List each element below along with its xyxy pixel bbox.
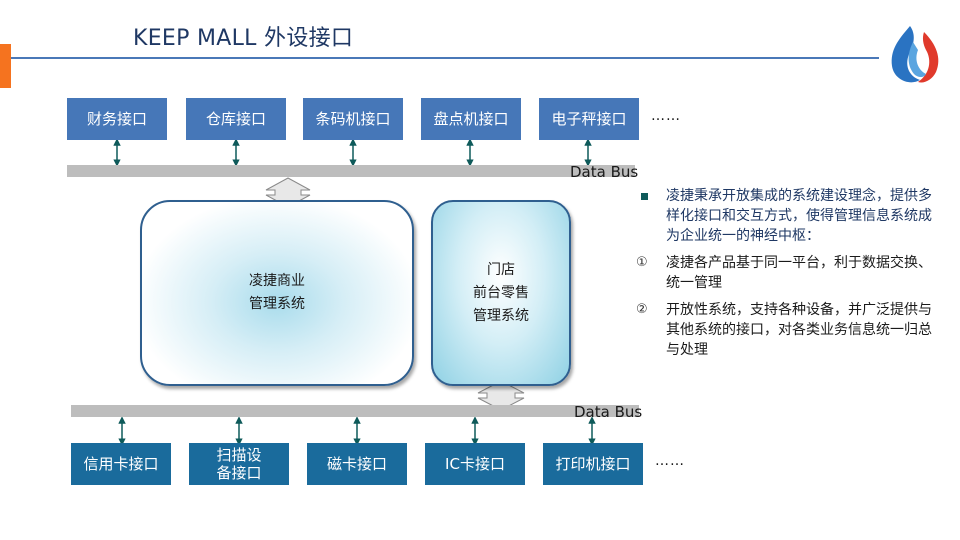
sub-bullet-2-number: ② xyxy=(636,302,648,317)
main-bullet-text: 凌捷秉承开放集成的系统建设理念，提供多样化接口和交互方式，使得管理信息系统成为企… xyxy=(666,188,932,244)
sub-bullet-1: ① 凌捷各产品基于同一平台，利于数据交换、统一管理 xyxy=(636,253,942,293)
printer-interface-box: 打印机接口 xyxy=(543,443,643,485)
scale-interface-box: 电子秤接口 xyxy=(539,98,639,140)
slide-title: KEEP MALL 外设接口 xyxy=(133,26,354,51)
sub-bullet-2: ② 开放性系统，支持各种设备，并广泛提供与其他系统的接口，对各类业务信息统一归总… xyxy=(636,300,942,360)
store-system-line-2: 前台零售 xyxy=(473,284,529,301)
barcode-interface-box: 条码机接口 xyxy=(303,98,403,140)
top-more-ellipsis: …… xyxy=(651,108,681,124)
magcard-interface-box: 磁卡接口 xyxy=(307,443,407,485)
store-system-line-1: 门店 xyxy=(487,261,515,278)
store-system-box: 门店 前台零售 管理系统 xyxy=(431,200,571,386)
sub-bullet-1-text: 凌捷各产品基于同一平台，利于数据交换、统一管理 xyxy=(666,255,932,291)
top-data-bus-label: Data Bus xyxy=(570,163,639,181)
finance-interface-box: 财务接口 xyxy=(67,98,167,140)
title-accent-bar xyxy=(0,44,11,88)
bottom-more-ellipsis: …… xyxy=(655,453,685,469)
bottom-data-bus xyxy=(71,405,639,417)
bottom-connectors xyxy=(118,416,596,446)
main-system-box: 凌捷商业 管理系统 xyxy=(140,200,414,386)
stocktake-interface-box: 盘点机接口 xyxy=(421,98,521,140)
flame-logo-icon xyxy=(891,26,939,83)
title-underline xyxy=(11,57,879,59)
scanner-interface-box: 扫描设 备接口 xyxy=(189,443,289,485)
store-system-line-3: 管理系统 xyxy=(473,307,529,324)
description-bullets: 凌捷秉承开放集成的系统建设理念，提供多样化接口和交互方式，使得管理信息系统成为企… xyxy=(636,186,942,367)
main-system-line-1: 凌捷商业 xyxy=(249,273,305,289)
sub-bullet-2-text: 开放性系统，支持各种设备，并广泛提供与其他系统的接口，对各类业务信息统一归总与处… xyxy=(666,302,932,358)
bottom-data-bus-label: Data Bus xyxy=(574,403,643,421)
ic-card-interface-box: IC卡接口 xyxy=(425,443,525,485)
main-system-line-2: 管理系统 xyxy=(249,296,305,312)
credit-card-interface-box: 信用卡接口 xyxy=(71,443,171,485)
square-bullet-icon xyxy=(641,193,648,200)
main-bullet: 凌捷秉承开放集成的系统建设理念，提供多样化接口和交互方式，使得管理信息系统成为企… xyxy=(636,186,942,246)
top-data-bus xyxy=(67,165,635,177)
sub-bullet-1-number: ① xyxy=(636,255,648,270)
top-connectors xyxy=(113,138,592,167)
warehouse-interface-box: 仓库接口 xyxy=(186,98,286,140)
